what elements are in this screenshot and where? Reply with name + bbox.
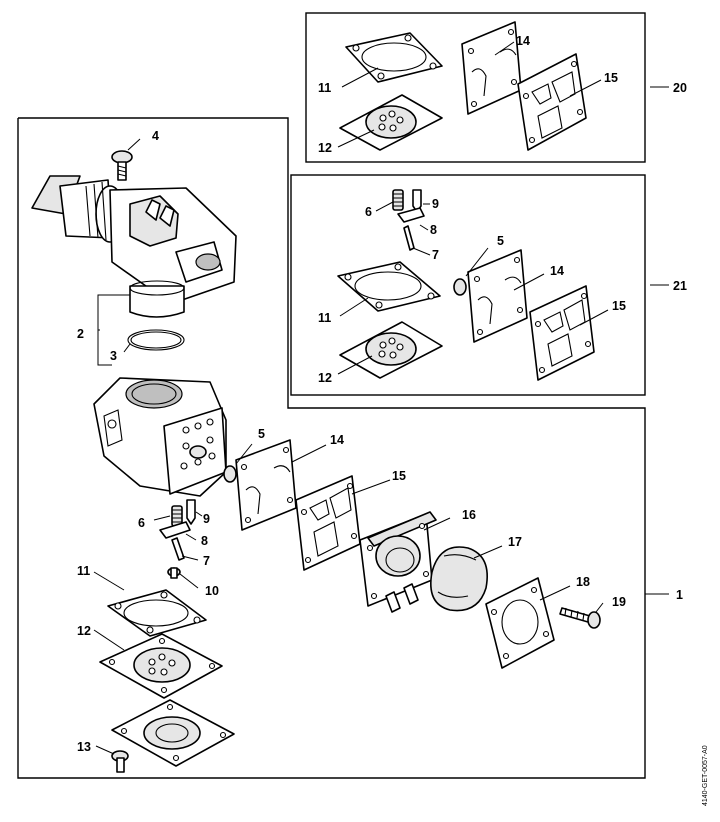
primer-bulb-17 [430,546,488,612]
callout-kit21-5: 5 [497,234,504,248]
kit-20-gasket-11 [345,32,443,83]
callout-1: 1 [676,588,683,602]
callout-kit21-6: 6 [365,205,372,219]
o-ring-3 [127,329,185,351]
screw-13 [111,750,129,773]
retainer-18 [485,577,555,669]
kit-20-gasket-14 [461,21,522,115]
callout-14: 14 [330,433,344,447]
pin-7 [171,537,185,561]
callout-kit21-9: 9 [432,197,439,211]
kit-20-diaphragm-12 [339,94,443,151]
callout-kit20-12: 12 [318,141,332,155]
kit-20-frame [305,12,646,163]
callout-kit21-7: 7 [432,248,439,262]
inlet-lever-8 [159,521,191,539]
diaphragm-12 [99,633,223,699]
screw-19 [559,607,601,629]
callout-kit20-11: 11 [318,81,331,95]
callout-17: 17 [508,535,522,549]
document-id: 4140-GET-0057-A0 [702,745,709,806]
kit-21-gasket-15 [529,285,595,381]
callout-kit20-15: 15 [604,71,618,85]
callout-7: 7 [203,554,210,568]
kit-21-lever-8 [397,207,425,223]
kit-21-gasket-14 [467,249,528,343]
kit-21-gasket-11 [337,261,441,312]
callout-8: 8 [201,534,208,548]
callout-5: 5 [258,427,265,441]
kit-20-gasket-15 [517,53,587,151]
callout-kit21-8: 8 [430,223,437,237]
kit-21-plug-5 [453,278,467,296]
callout-3: 3 [110,349,117,363]
kit-21-pin-7 [403,225,415,251]
cover-plate [111,699,235,767]
callout-6: 6 [138,516,145,530]
callout-kit-21: 21 [673,279,687,293]
callout-kit21-12: 12 [318,371,332,385]
plug-5 [223,465,237,483]
callout-2: 2 [77,327,84,341]
screw-10 [167,567,181,579]
kit-21-diaphragm-12 [339,321,443,379]
carburetor-housing-2 [31,175,237,318]
callout-11: 11 [77,564,90,578]
callout-18: 18 [576,575,590,589]
callout-kit20-14: 14 [516,34,530,48]
callout-16: 16 [462,508,476,522]
callout-kit21-14: 14 [550,264,564,278]
callout-kit-20: 20 [673,81,687,95]
callout-15: 15 [392,469,406,483]
callout-13: 13 [77,740,91,754]
callout-12: 12 [77,624,91,638]
inlet-needle-9 [186,499,196,525]
leader-lines [93,41,669,755]
callout-9: 9 [203,512,210,526]
callout-kit21-11: 11 [318,311,331,325]
gasket-14 [235,439,297,531]
screw-4 [111,150,133,181]
gasket-11 [107,589,207,637]
callout-10: 10 [205,584,219,598]
main-assembly-frame [17,117,646,779]
callout-4: 4 [152,129,159,143]
kit-21-spring-6 [392,189,404,211]
callout-kit21-15: 15 [612,299,626,313]
pump-housing-16 [359,511,437,613]
callout-19: 19 [612,595,626,609]
kit-21-frame [290,174,646,396]
gasket-15 [295,475,361,571]
carburetor-body [93,377,227,497]
